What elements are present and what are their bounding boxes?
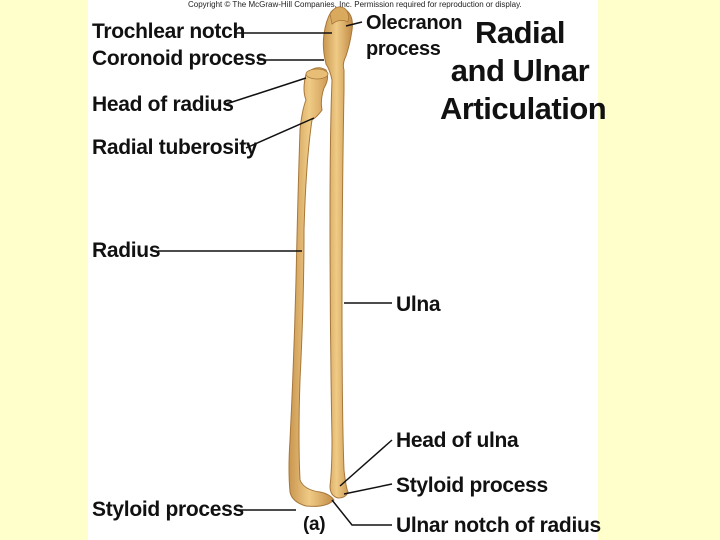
olecranon-shape	[329, 6, 349, 25]
label-styloid-process-ulna: Styloid process	[396, 474, 548, 497]
label-olecranon-line-1: Olecranon	[366, 12, 463, 34]
label-ulnar-notch-of-radius: Ulnar notch of radius	[396, 514, 601, 537]
label-trochlear-notch: Trochlear notch	[92, 20, 246, 43]
label-head-of-radius: Head of radius	[92, 93, 234, 116]
label-radial-tuberosity: Radial tuberosity	[92, 136, 258, 159]
label-coronoid-process: Coronoid process	[92, 47, 267, 70]
label-styloid-process-radius: Styloid process	[92, 498, 244, 521]
ulna-bone	[322, 6, 353, 499]
label-ulna: Ulna	[396, 293, 441, 316]
title-line-2: and Ulnar	[450, 53, 590, 88]
slide-title: Radial and Ulnar Articulation	[440, 14, 607, 128]
title-line-1: Radial	[474, 15, 566, 50]
radius-head-shape	[305, 68, 329, 80]
label-head-of-ulna: Head of ulna	[396, 429, 519, 452]
leader-lines	[158, 21, 393, 526]
label-radius: Radius	[92, 239, 161, 262]
title-line-3: Articulation	[440, 91, 607, 126]
label-olecranon-line-2: process	[366, 38, 441, 60]
radius-bone	[288, 67, 335, 507]
copyright-notice: Copyright © The McGraw-Hill Companies, I…	[188, 0, 522, 9]
panel-letter: (a)	[303, 514, 326, 535]
